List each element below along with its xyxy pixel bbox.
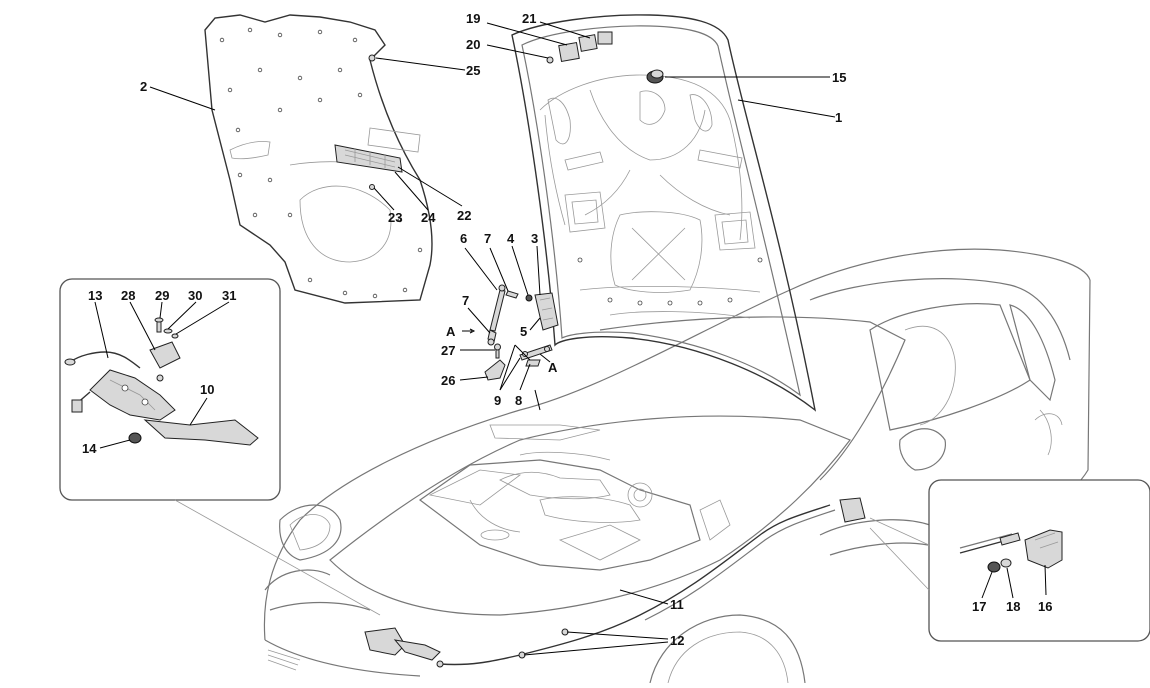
callout-6: 6: [460, 231, 467, 246]
release-cable: [364, 497, 866, 668]
callout-29: 29: [155, 288, 169, 303]
callout-19: 19: [466, 11, 480, 26]
callout-1: 1: [835, 110, 842, 125]
hood-bonnet: [511, 14, 817, 412]
reference-mark-a-left: A: [446, 324, 456, 339]
reference-mark-a-right: A: [548, 360, 558, 375]
engine-assembly: [418, 424, 731, 571]
callout-16: 16: [1038, 599, 1052, 614]
callout-27: 27: [441, 343, 455, 358]
callout-10: 10: [200, 382, 214, 397]
callout-9: 9: [494, 393, 501, 408]
callout-28: 28: [121, 288, 135, 303]
callout-24: 24: [421, 210, 436, 225]
detail-box-latch-mechanism: [59, 278, 381, 616]
callout-17: 17: [972, 599, 986, 614]
callout-14: 14: [82, 441, 97, 456]
callout-7-lower: 7: [462, 293, 469, 308]
hood-insulation-panel: [204, 14, 433, 304]
hood-hinge-parts: [546, 31, 664, 84]
callout-15: 15: [832, 70, 846, 85]
callout-21: 21: [522, 11, 536, 26]
callout-labels: 1 2 3 4 5 6 7 7 8 9 10 11 12 13 14 15 16…: [82, 11, 1052, 648]
callout-22: 22: [457, 208, 471, 223]
callout-4: 4: [507, 231, 515, 246]
callout-18: 18: [1006, 599, 1020, 614]
callout-3: 3: [531, 231, 538, 246]
callout-25: 25: [466, 63, 480, 78]
callout-12: 12: [670, 633, 684, 648]
callout-2: 2: [140, 79, 147, 94]
callout-8: 8: [515, 393, 522, 408]
callout-13: 13: [88, 288, 102, 303]
callout-11: 11: [670, 597, 684, 612]
leader-lines: [94, 21, 1047, 656]
car-body-outline: [263, 248, 1091, 684]
callout-30: 30: [188, 288, 202, 303]
callout-26: 26: [441, 373, 455, 388]
hood-support-parts: [462, 284, 559, 381]
callout-5: 5: [520, 324, 527, 339]
callout-7-top: 7: [484, 231, 491, 246]
detail-box-cable-handle: [869, 479, 1150, 642]
callout-23: 23: [388, 210, 402, 225]
callout-31: 31: [222, 288, 236, 303]
callout-20: 20: [466, 37, 480, 52]
